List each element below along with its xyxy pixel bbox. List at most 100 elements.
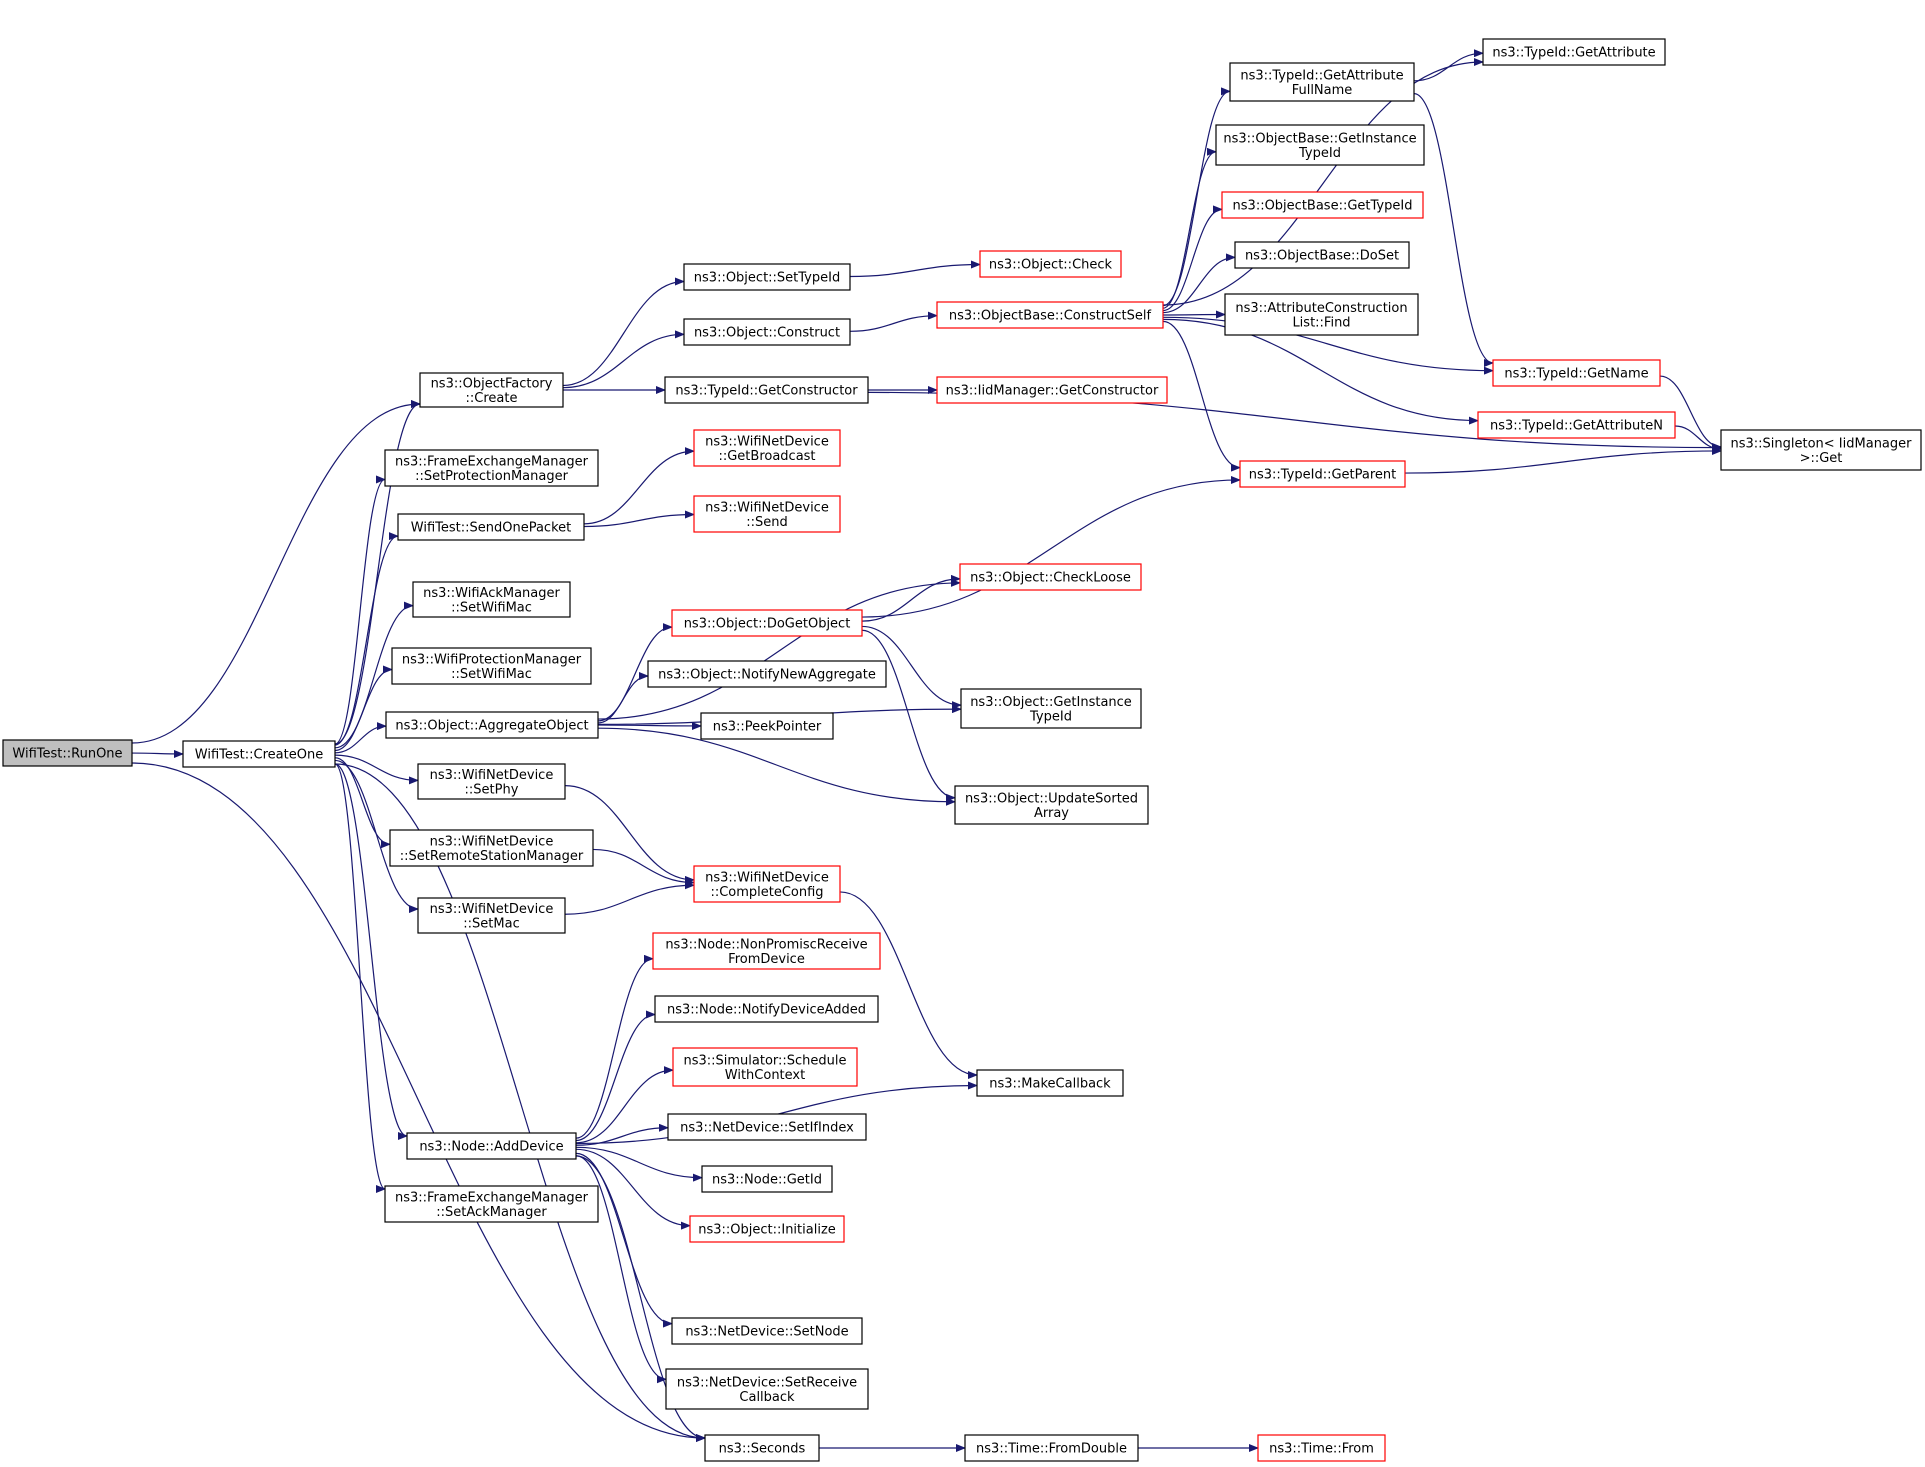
node-wnd_setrsm[interactable]: ns3::WifiNetDevice::SetRemoteStationMana… <box>389 829 594 867</box>
node-box <box>693 429 841 467</box>
node-createone[interactable]: WifiTest::CreateOne <box>182 740 336 768</box>
node-wnd_setphy[interactable]: ns3::WifiNetDevice::SetPhy <box>417 763 566 800</box>
edge-createone-to-node_adddevice <box>334 763 408 1140</box>
edge-typeid_getattrfullname-to-typeid_getattribute <box>1413 49 1484 82</box>
edge-sendonepacket-to-wnd_send <box>583 510 695 528</box>
node-box <box>689 1215 845 1243</box>
node-seconds[interactable]: ns3::Seconds <box>704 1434 820 1462</box>
node-sendonepacket[interactable]: WifiTest::SendOnePacket <box>397 513 585 541</box>
node-protmgr_setwifimac[interactable]: ns3::WifiProtectionManager::SetWifiMac <box>391 647 592 685</box>
node-typeid_getattribute[interactable]: ns3::TypeId::GetAttribute <box>1482 38 1666 66</box>
node-obj_settypeid[interactable]: ns3::Object::SetTypeId <box>683 263 851 291</box>
node-time_from[interactable]: ns3::Time::From <box>1257 1434 1386 1462</box>
node-aggregateobject[interactable]: ns3::Object::AggregateObject <box>385 711 599 739</box>
node-label: ::CompleteConfig <box>710 885 823 900</box>
node-nd_setnode[interactable]: ns3::NetDevice::SetNode <box>671 1317 863 1345</box>
node-objbase_constructself[interactable]: ns3::ObjectBase::ConstructSelf <box>936 301 1164 329</box>
node-typeid_getconstructor[interactable]: ns3::TypeId::GetConstructor <box>664 376 869 404</box>
edge-obj_dogetobject-to-obj_updatesortedarray <box>861 629 956 802</box>
node-objfactory_create[interactable]: ns3::ObjectFactory::Create <box>419 372 564 408</box>
node-obj_construct[interactable]: ns3::Object::Construct <box>683 318 851 346</box>
edge-objbase_constructself-to-typeid_getparent <box>1162 320 1241 472</box>
edge-typeid_getparent-to-singleton_get <box>1404 446 1722 474</box>
node-fem_setprot[interactable]: ns3::FrameExchangeManager::SetProtection… <box>384 449 599 487</box>
edge-createone-to-wnd_setmac <box>334 759 419 914</box>
node-box <box>704 1434 820 1462</box>
node-label: TypeId <box>1029 709 1072 724</box>
node-node_getid[interactable]: ns3::Node::GetId <box>701 1165 833 1193</box>
node-label: ::SetMac <box>463 916 519 931</box>
node-peekpointer[interactable]: ns3::PeekPointer <box>700 712 834 740</box>
node-label: ns3::Node::NotifyDeviceAdded <box>667 1003 866 1018</box>
edge-node_adddevice-to-nd_setnode <box>575 1152 673 1328</box>
node-fem_setack[interactable]: ns3::FrameExchangeManager::SetAckManager <box>384 1185 599 1223</box>
node-obj_checkloose[interactable]: ns3::Object::CheckLoose <box>959 563 1142 591</box>
edge-createone-to-fem_setack <box>334 763 386 1193</box>
node-typeid_getname[interactable]: ns3::TypeId::GetName <box>1492 359 1661 387</box>
node-label: ns3::AttributeConstruction <box>1235 301 1407 316</box>
node-box <box>1221 191 1424 219</box>
node-box <box>671 1317 863 1345</box>
node-label: FromDevice <box>728 952 805 967</box>
node-typeid_getattributen[interactable]: ns3::TypeId::GetAttributeN <box>1477 411 1676 439</box>
node-objbase_gettypeid[interactable]: ns3::ObjectBase::GetTypeId <box>1221 191 1424 219</box>
node-obj_dogetobject[interactable]: ns3::Object::DoGetObject <box>671 609 863 637</box>
node-wnd_completeconfig[interactable]: ns3::WifiNetDevice::CompleteConfig <box>693 865 841 903</box>
node-label: ns3::Time::From <box>1269 1442 1374 1457</box>
edge-createone-to-ackmgr_setwifimac <box>334 601 414 749</box>
node-label: ns3::ObjectFactory <box>431 376 553 391</box>
node-runone[interactable]: WifiTest::RunOne <box>2 739 133 767</box>
node-wnd_getbroadcast[interactable]: ns3::WifiNetDevice::GetBroadcast <box>693 429 841 467</box>
edge-objbase_constructself-to-typeid_getname <box>1162 316 1494 375</box>
node-box <box>936 376 1168 404</box>
node-box <box>1229 62 1415 102</box>
node-label: ns3::NetDevice::SetNode <box>685 1325 848 1340</box>
node-obj_notifynewaggregate[interactable]: ns3::Object::NotifyNewAggregate <box>647 660 887 688</box>
node-box <box>417 897 566 934</box>
node-typeid_getparent[interactable]: ns3::TypeId::GetParent <box>1239 460 1406 488</box>
edge-aggregateobject-to-obj_dogetobject <box>597 623 673 722</box>
node-label: >::Get <box>1800 451 1843 466</box>
node-objbase_doset[interactable]: ns3::ObjectBase::DoSet <box>1234 241 1410 269</box>
node-wnd_setmac[interactable]: ns3::WifiNetDevice::SetMac <box>417 897 566 934</box>
node-nd_setifindex[interactable]: ns3::NetDevice::SetIfIndex <box>667 1113 867 1141</box>
edge-objfactory_create-to-obj_settypeid <box>562 277 685 387</box>
node-label: ns3::FrameExchangeManager <box>395 454 589 469</box>
node-node_adddevice[interactable]: ns3::Node::AddDevice <box>406 1132 577 1160</box>
node-iidmgr_getconstructor[interactable]: ns3::IidManager::GetConstructor <box>936 376 1168 404</box>
node-label: ns3::WifiNetDevice <box>705 434 829 449</box>
edge-objbase_constructself-to-typeid_getattribute <box>1162 58 1484 306</box>
node-time_fromdouble[interactable]: ns3::Time::FromDouble <box>964 1434 1139 1462</box>
node-box <box>936 301 1164 329</box>
node-box <box>964 1434 1139 1462</box>
node-ackmgr_setwifimac[interactable]: ns3::WifiAckManager::SetWifiMac <box>412 581 571 618</box>
node-label: ns3::Object::NotifyNewAggregate <box>658 668 876 683</box>
node-wnd_send[interactable]: ns3::WifiNetDevice::Send <box>693 495 841 533</box>
node-label: ns3::Object::GetInstance <box>970 695 1132 710</box>
node-label: ns3::TypeId::GetAttribute <box>1240 68 1403 83</box>
edge-node_adddevice-to-nd_setifindex <box>575 1123 669 1146</box>
node-label: ::Create <box>466 391 518 406</box>
edge-typeid_getname-to-singleton_get <box>1659 375 1722 451</box>
edge-objbase_constructself-to-objbase_doset <box>1162 253 1236 314</box>
node-label: ns3::WifiAckManager <box>423 586 560 601</box>
node-singleton_get[interactable]: ns3::Singleton< IidManager>::Get <box>1720 429 1922 471</box>
node-label: ns3::MakeCallback <box>989 1077 1111 1092</box>
node-node_notifydeviceadded[interactable]: ns3::Node::NotifyDeviceAdded <box>654 995 879 1023</box>
node-label: ns3::Object::DoGetObject <box>684 617 851 632</box>
edge-aggregateobject-to-peekpointer <box>597 721 702 730</box>
node-label: ns3::TypeId::GetConstructor <box>675 384 858 399</box>
node-obj_check[interactable]: ns3::Object::Check <box>979 250 1122 278</box>
node-box <box>693 495 841 533</box>
node-label: WithContext <box>725 1068 805 1083</box>
node-makecallback[interactable]: ns3::MakeCallback <box>976 1069 1124 1097</box>
node-obj_initialize[interactable]: ns3::Object::Initialize <box>689 1215 845 1243</box>
